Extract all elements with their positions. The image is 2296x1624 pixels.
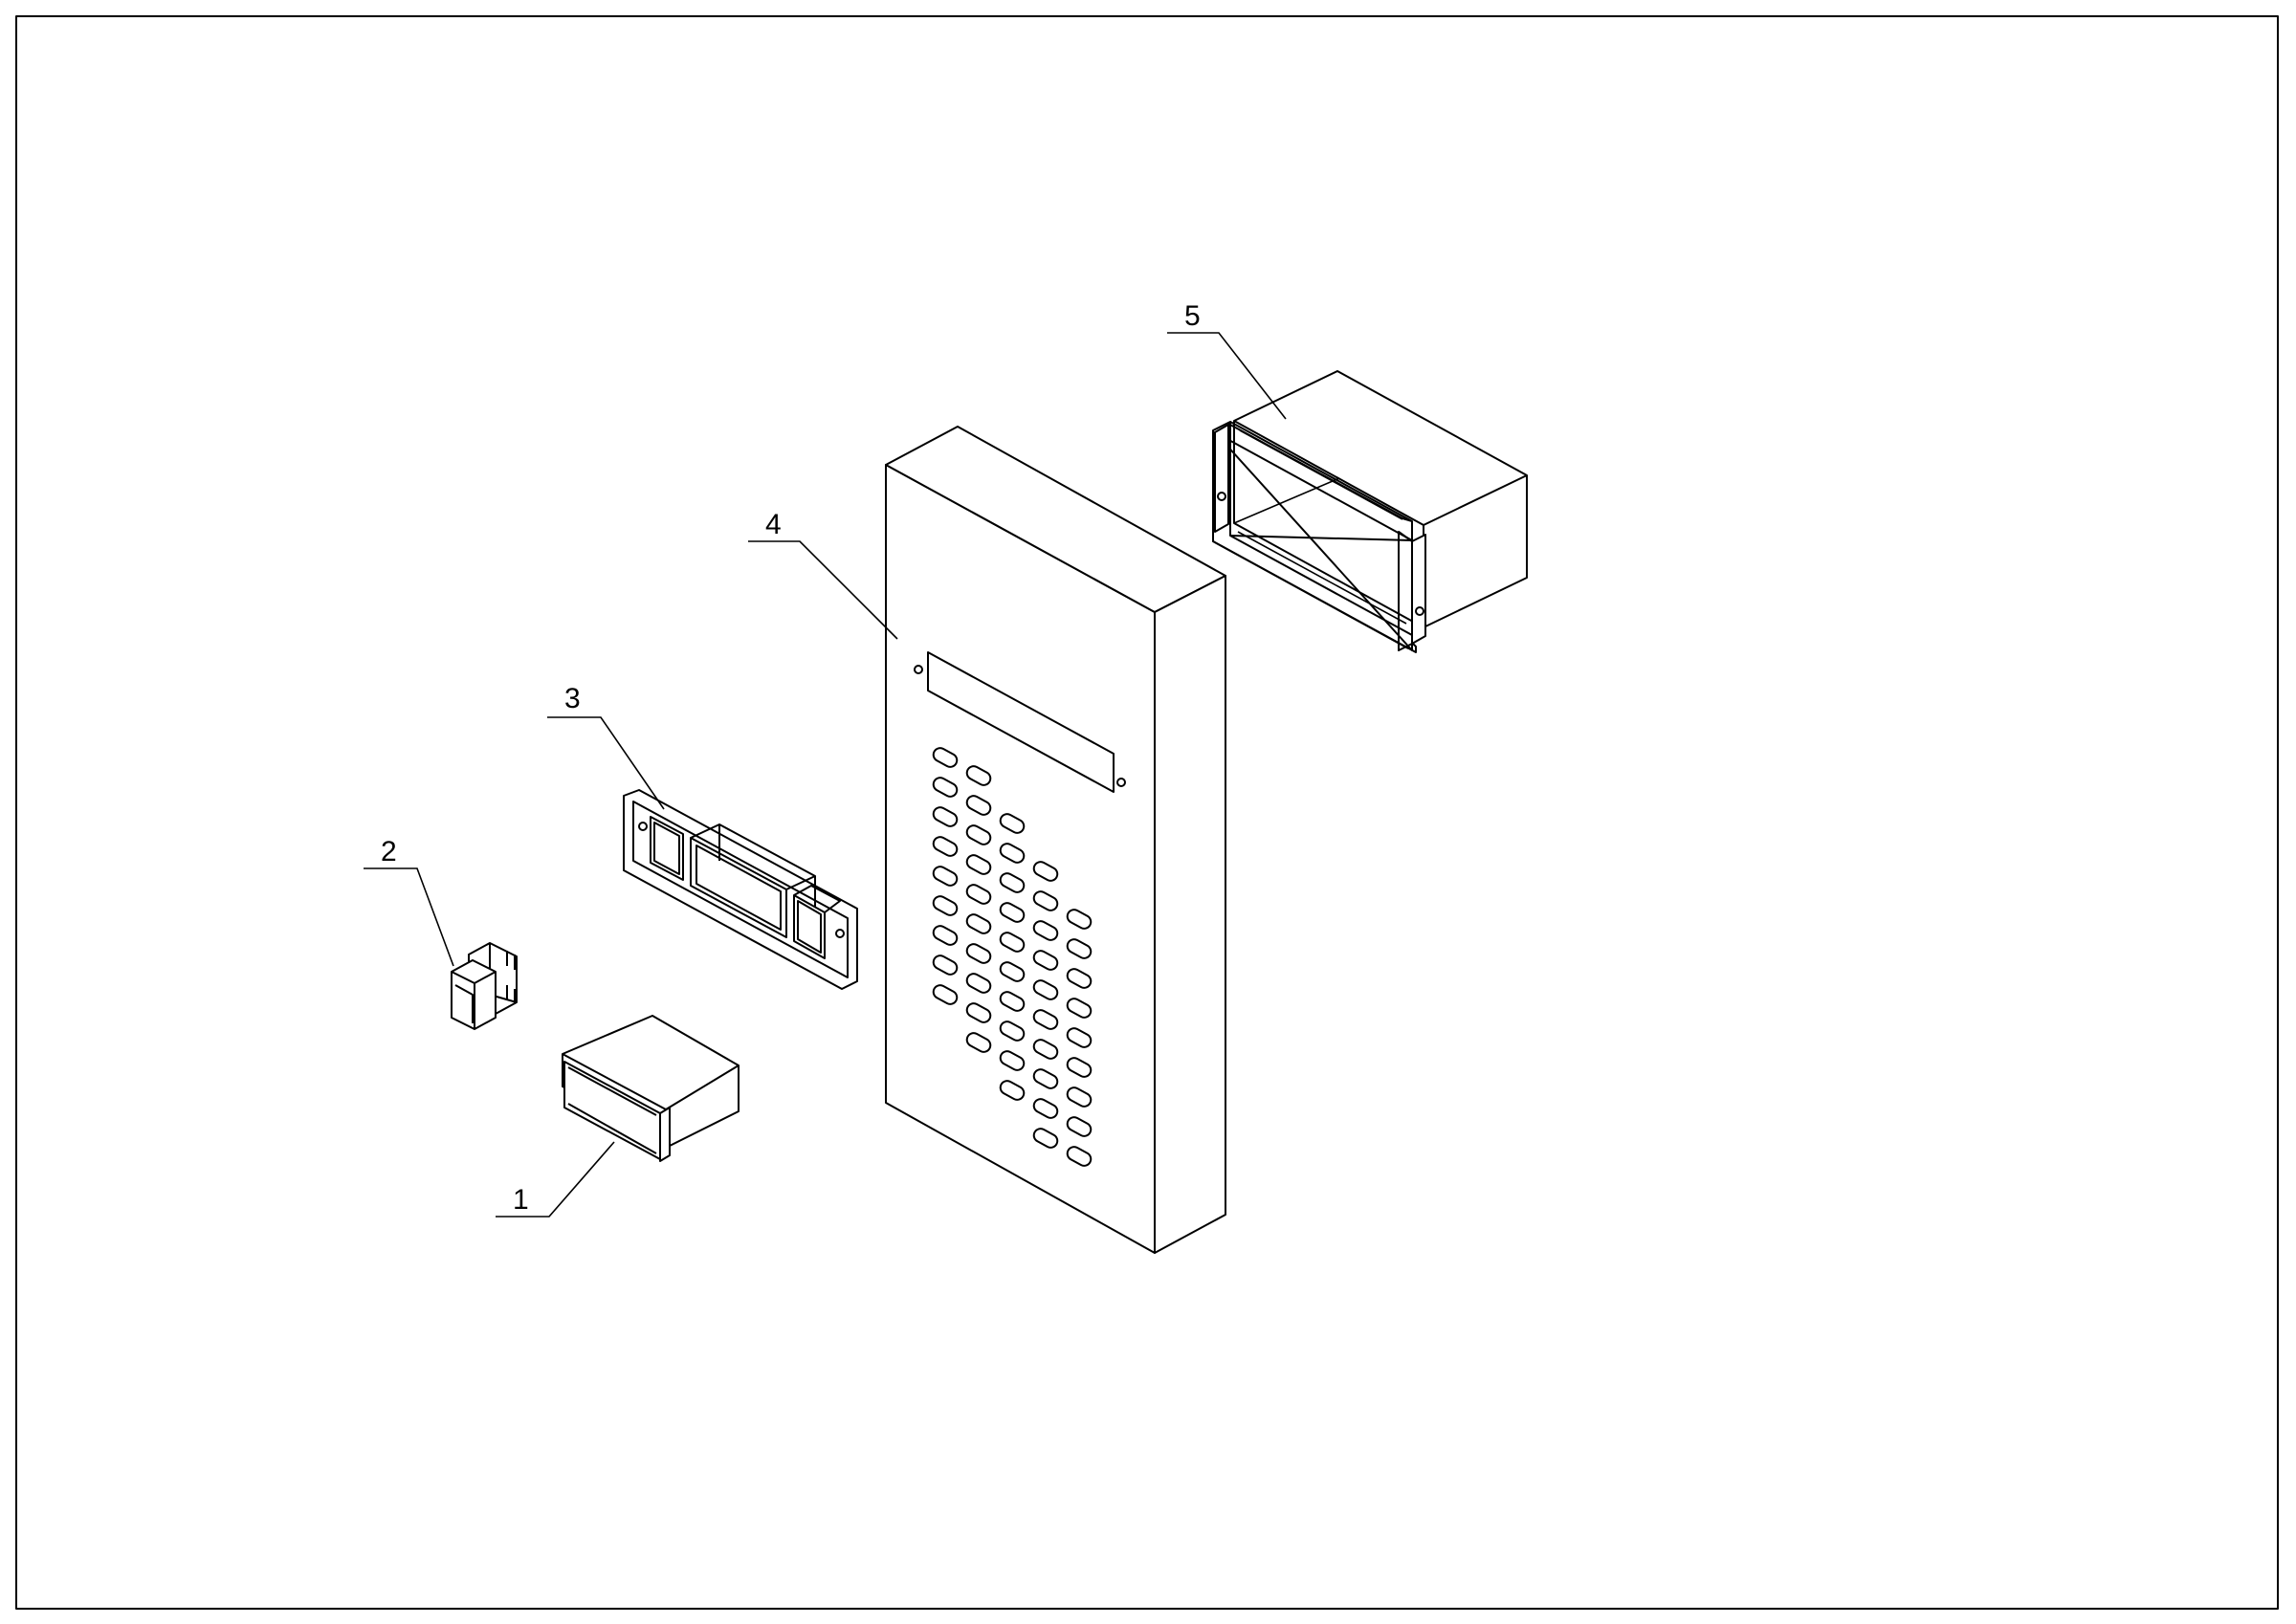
callout-4: 4 xyxy=(748,509,898,640)
vent-slot xyxy=(965,913,992,934)
callout-3-label: 3 xyxy=(564,683,581,714)
sheet-border xyxy=(15,15,2279,1610)
ventilation-slots xyxy=(932,747,1093,1167)
vent-slot xyxy=(1032,1068,1059,1089)
vent-slot xyxy=(1032,861,1059,882)
vent-slot xyxy=(1066,1146,1093,1167)
callout-2-label: 2 xyxy=(381,836,397,867)
vent-slot xyxy=(932,984,959,1005)
part-1-controller xyxy=(562,1015,740,1162)
vent-slot xyxy=(965,1032,992,1053)
vent-slot xyxy=(932,747,959,768)
vent-slot xyxy=(932,925,959,946)
vent-slot xyxy=(965,765,992,786)
vent-slot xyxy=(1032,1009,1059,1030)
part-3-bezel xyxy=(623,789,858,990)
vent-slot xyxy=(1066,909,1093,930)
vent-slot xyxy=(999,1020,1026,1042)
vent-slot xyxy=(1032,890,1059,911)
part-4-front-panel xyxy=(885,426,1226,1254)
vent-slot xyxy=(1066,938,1093,959)
vent-slot xyxy=(1032,979,1059,1000)
vent-slot xyxy=(999,932,1026,953)
part-5-sleeve xyxy=(1212,370,1528,653)
vent-slot xyxy=(1066,968,1093,989)
vent-slot xyxy=(1066,1116,1093,1137)
vent-slot xyxy=(965,943,992,964)
vent-slot xyxy=(1032,1098,1059,1119)
vent-slot xyxy=(999,1050,1026,1071)
callout-2: 2 xyxy=(364,836,454,967)
vent-slot xyxy=(999,991,1026,1012)
vent-slot xyxy=(965,973,992,994)
vent-slot xyxy=(1032,950,1059,971)
vent-slot xyxy=(1032,1039,1059,1060)
callout-1-label: 1 xyxy=(513,1184,529,1216)
callout-3: 3 xyxy=(547,683,665,810)
vent-slot xyxy=(965,795,992,816)
vent-slot xyxy=(1066,998,1093,1019)
vent-slot xyxy=(999,961,1026,982)
vent-slot xyxy=(999,1080,1026,1101)
vent-slot xyxy=(999,902,1026,923)
vent-slot xyxy=(999,813,1026,834)
callout-4-label: 4 xyxy=(765,509,782,540)
callout-5-label: 5 xyxy=(1184,300,1201,332)
vent-slot xyxy=(932,895,959,916)
vent-slot xyxy=(1066,1027,1093,1048)
vent-slot xyxy=(1066,1086,1093,1108)
vent-slot xyxy=(932,836,959,857)
callout-5: 5 xyxy=(1167,300,1287,420)
vent-slot xyxy=(932,806,959,827)
vent-slot xyxy=(1032,1128,1059,1149)
part-2-switch xyxy=(451,942,518,1030)
vent-slot xyxy=(999,843,1026,864)
vent-slot xyxy=(932,955,959,976)
vent-slot xyxy=(1066,1057,1093,1078)
vent-slot xyxy=(965,884,992,905)
vent-slot xyxy=(965,854,992,875)
vent-slot xyxy=(1032,920,1059,941)
vent-slot xyxy=(965,1002,992,1023)
vent-slot xyxy=(932,866,959,887)
vent-slot xyxy=(932,777,959,798)
callout-1: 1 xyxy=(496,1141,615,1218)
vent-slot xyxy=(965,824,992,845)
vent-slot xyxy=(999,872,1026,893)
